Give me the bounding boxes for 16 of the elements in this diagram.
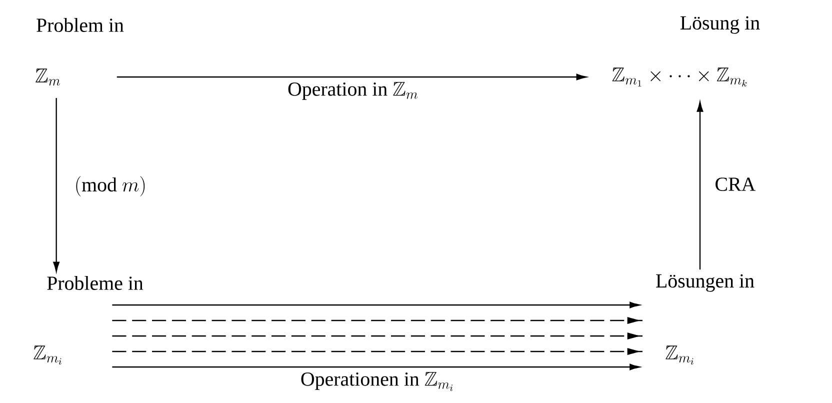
- node-label: Lösungen in $\mathbb{Z}_{m_i}$: [656, 274, 754, 365]
- edge-label: $(\mathrm{mod}\ m)$: [76, 176, 145, 196]
- edge-label: $\text{Operation in } \mathbb{Z}_m$: [288, 82, 418, 100]
- arrow: [112, 317, 642, 324]
- node-label: Probleme in $\mathbb{Z}_{m_i}$: [34, 276, 144, 365]
- edge-label: $\text{CRA}$: [716, 178, 756, 191]
- edge-label: $\text{Operationen in } \mathbb{Z}_{m_i}$: [301, 372, 453, 391]
- node-label: Problem in $\mathbb{Z}_m$: [36, 18, 124, 86]
- arrow: [112, 348, 642, 355]
- arrow: [112, 364, 640, 370]
- arrow: [112, 302, 640, 308]
- arrow: [116, 74, 586, 80]
- arrow: [53, 98, 60, 272]
- arrow: [112, 332, 642, 340]
- arrow: [696, 102, 704, 270]
- node-label: Lösung in $\mathbb{Z}_{m_1} \times \cdots \times \mathbb{Z}_{m_k}$: [612, 16, 760, 87]
